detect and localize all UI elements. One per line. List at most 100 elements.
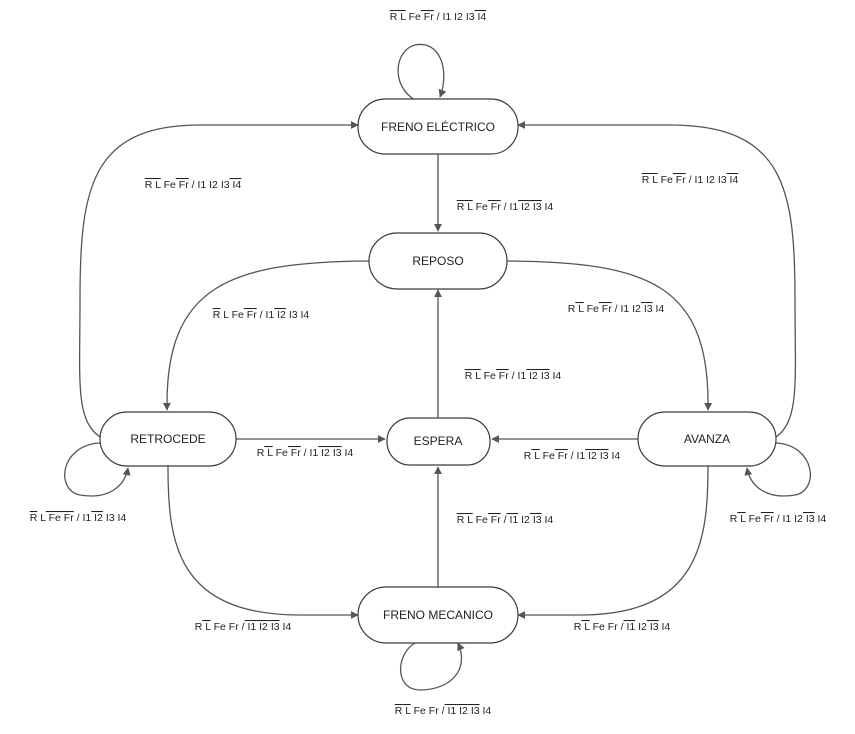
separator: / [618,621,624,633]
signal-i2: I2 [91,512,103,524]
signal-l: L [402,705,411,717]
signal-l: L [464,201,473,213]
signal-fr: Fr [421,11,434,23]
signal-r: R [395,705,403,717]
transition-label-avanza-to-espera: R L Fe Fr / I1 I2 I3 I4 [524,450,621,462]
signal-fe: Fe [229,309,244,321]
signal-i4: I4 [653,303,665,315]
signal-i3: I3 [538,370,550,382]
state-label-retrocede: RETROCEDE [130,432,205,446]
separator: / [257,309,263,321]
signal-fr: Fr [176,179,189,191]
separator: / [239,621,245,633]
signal-i4: I4 [550,370,562,382]
signal-i1: I1 [245,621,257,633]
transition-label-reposo-to-avanza: R L Fe Fr / I1 I2 I3 I4 [568,303,665,315]
signal-i2: I2 [206,179,218,191]
signal-i1: I1 [445,705,457,717]
signal-r: R [568,303,576,315]
separator: / [774,513,780,525]
signal-i4: I4 [298,309,310,321]
edges [64,43,811,691]
signal-i2: I2 [518,514,530,526]
edge-retro-to-fe [78,121,359,438]
edge-retro-to-fm [167,465,359,619]
signal-i1: I1 [195,179,207,191]
signal-i3: I3 [803,513,815,525]
signal-l: L [575,303,584,315]
signal-i4: I4 [659,621,671,633]
signal-fr: Fr [244,309,257,321]
signal-i3: I3 [268,621,280,633]
state-avanza: AVANZA [637,411,777,467]
signal-i4: I4 [542,201,554,213]
signal-fe: Fe [658,174,673,186]
signal-fe: Fe [406,11,421,23]
signal-i4: I4 [115,512,127,524]
signal-i3: I3 [330,447,342,459]
transition-label-avanza-self: R L Fe Fr / I1 I2 I3 I4 [730,513,827,525]
edge-reposo-to-retro [162,260,370,411]
separator: / [501,514,507,526]
edge-fm-self [399,642,465,691]
transition-labels: R L Fe Fr / I1 I2 I3 I4R L Fe Fr / I1 I2… [30,11,827,717]
signal-fr: Fr [426,705,439,717]
signal-i1: I1 [80,512,92,524]
signal-i2: I2 [256,621,268,633]
signal-fr: Fr [226,621,239,633]
transition-label-fm-to-espera: R L Fe Fr / I1 I2 I3 I4 [457,514,554,526]
transition-label-avanza-to-fe: R L Fe Fr / I1 I2 I3 I4 [642,174,739,186]
signal-i3: I3 [468,705,480,717]
signal-i4: I4 [342,447,354,459]
signal-i2: I2 [318,447,330,459]
state-label-avanza: AVANZA [684,432,730,446]
signal-l: L [220,309,229,321]
state-freno-electrico: FRENO ELÉCTRICO [357,98,519,155]
signal-i2: I2 [456,705,468,717]
signal-l: L [152,179,161,191]
signal-fe: Fe [746,513,761,525]
separator: / [74,512,80,524]
signal-i1: I1 [515,370,527,382]
separator: / [686,174,692,186]
signal-fr: Fr [488,201,501,213]
separator: / [439,705,445,717]
state-label-reposo: REPOSO [412,254,463,268]
signal-i1: I1 [574,450,586,462]
signal-l: L [264,447,273,459]
signal-fe: Fe [161,179,176,191]
signal-i2: I2 [629,303,641,315]
signal-r: R [574,621,582,633]
signal-i1: I1 [507,201,519,213]
signal-r: R [465,370,473,382]
signal-fe: Fe [590,621,605,633]
edge-avanza-self [744,442,811,497]
separator: / [189,179,195,191]
transition-label-retro-to-espera: R L Fe Fr / I1 I2 I3 I4 [257,447,354,459]
signal-i2: I2 [703,174,715,186]
signal-i2: I2 [518,201,530,213]
state-retrocede: RETROCEDE [99,411,237,467]
signal-i1: I1 [618,303,630,315]
signal-i3: I3 [530,514,542,526]
separator: / [509,370,515,382]
transition-label-reposo-to-retro: R L Fe Fr / I1 I2 I3 I4 [213,309,310,321]
transition-label-avanza-to-fm: R L Fe Fr / I1 I2 I3 I4 [574,621,671,633]
signal-i1: I1 [780,513,792,525]
signal-fe: Fe [473,201,488,213]
signal-fr: Fr [61,512,74,524]
signal-r: R [195,621,203,633]
signal-i2: I2 [635,621,647,633]
edge-avanza-to-fe [517,121,797,438]
signal-i3: I3 [715,174,727,186]
signal-l: L [581,621,590,633]
edge-fe-self [397,43,447,101]
transition-label-retro-self: R L Fe Fr / I1 I2 I3 I4 [30,512,127,524]
signal-i2: I2 [585,450,597,462]
signal-r: R [257,447,265,459]
signal-fr: Fr [599,303,612,315]
signal-i3: I3 [641,303,653,315]
signal-i1: I1 [692,174,704,186]
signal-i1: I1 [263,309,275,321]
signal-fr: Fr [673,174,686,186]
